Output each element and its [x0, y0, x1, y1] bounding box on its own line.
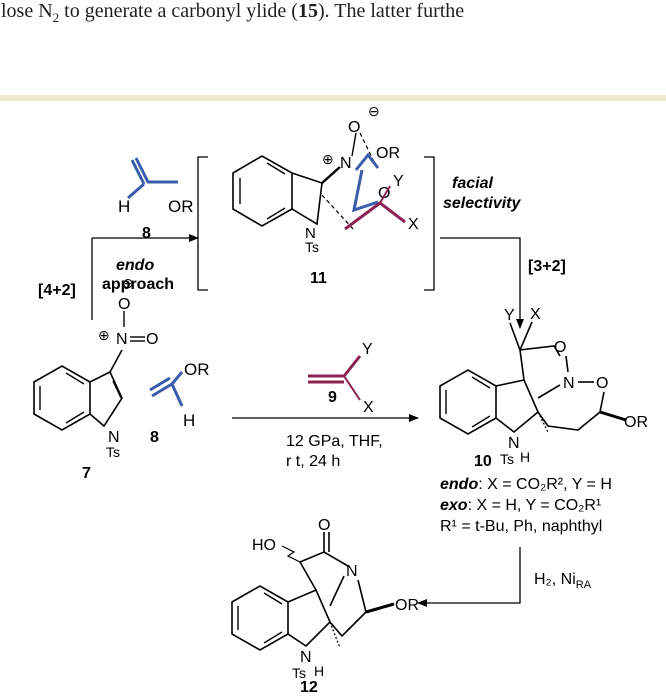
reduction-conditions: H₂, NiRA: [534, 571, 592, 591]
selectivity-label: selectivity: [443, 195, 521, 212]
endo-label: endo: [116, 257, 154, 274]
transition-bracket-left: [197, 156, 208, 291]
nitro-n: N: [116, 331, 128, 348]
compound-label-9: 9: [328, 389, 337, 406]
product-10: Y X O N O OR N Ts H 10: [439, 306, 648, 470]
hydroxyl-group: HO: [252, 537, 276, 554]
subscript: 2: [52, 10, 60, 25]
atom-or: OR: [395, 597, 419, 614]
atom-or: OR: [168, 197, 194, 216]
substituent-y: Y: [362, 341, 373, 358]
cation-charge: ⊕: [98, 327, 110, 343]
nitroindole-7: N Ts ⊕ N O ⊖ O 7: [33, 275, 158, 482]
atom-h: H: [520, 449, 530, 465]
text-run: ). The latter furthe: [317, 0, 465, 22]
ts-group: Ts: [500, 451, 514, 467]
vinyl-ether-8-bottom: OR H 8: [149, 360, 210, 446]
r-definition: R¹ = t-Bu, Ph, naphthyl: [440, 518, 602, 535]
compound-label-8: 8: [150, 429, 159, 446]
anion-charge: ⊖: [122, 275, 134, 291]
exo-def-label: exo: [440, 497, 468, 514]
reduction-reagent: H₂, Ni: [534, 571, 576, 588]
atom-h: H: [314, 663, 324, 679]
facial-selectivity-arrow: [440, 237, 524, 329]
atom-n-ring: N: [563, 375, 575, 392]
product-12: HO O N OR N Ts H 12: [231, 517, 419, 696]
conditions-pressure: 12 GPa, THF,: [286, 433, 383, 450]
body-text-fragment: lose N2 to generate a carbonyl ylide (15…: [0, 0, 666, 34]
atom-o-oxazine: O: [596, 375, 608, 392]
atom-or: OR: [376, 145, 400, 162]
text-run: to generate a carbonyl ylide (: [59, 0, 298, 22]
conditions-time: r t, 24 h: [286, 453, 340, 470]
substituent-y: Y: [504, 307, 515, 324]
atom-n-lactam: N: [346, 563, 358, 580]
scheme-divider: [0, 95, 666, 101]
compound-label-8: 8: [142, 225, 151, 242]
ts-group: Ts: [292, 665, 306, 681]
nitro-o-top: O: [118, 296, 130, 313]
endo-def-label: endo: [440, 476, 478, 493]
atom-n: N: [108, 429, 120, 446]
intermediate-11: N Ts ⊕ N O ⊖ OR O Y X 11: [232, 103, 419, 287]
atom-n-indoline: N: [508, 435, 520, 452]
transition-bracket-right: [424, 156, 435, 291]
atom-o-top: O: [348, 119, 360, 136]
compound-label-11: 11: [310, 270, 327, 287]
exo-definition: exo: X = H, Y = CO₂R¹: [440, 497, 601, 514]
substituent-x: X: [408, 216, 419, 233]
cycloaddition-label-4-2: [4+2]: [38, 282, 76, 299]
atom-h: H: [183, 411, 195, 430]
approach-label: approach: [102, 276, 174, 293]
atom-or: OR: [184, 360, 210, 379]
body-text-line: lose N2 to generate a carbonyl ylide (15…: [0, 0, 666, 29]
endo-def-text: : X = CO₂R², Y = H: [478, 476, 612, 493]
reduction-arrow: [417, 547, 521, 607]
atom-o-isoxazolidine: O: [554, 339, 566, 356]
anion-charge: ⊖: [368, 103, 380, 119]
text-run: lose N: [1, 0, 53, 22]
ts-group: Ts: [305, 239, 319, 255]
compound-label-10: 10: [474, 453, 492, 470]
substituent-y: Y: [393, 173, 404, 190]
endo-definition: endo: X = CO₂R², Y = H: [440, 476, 612, 493]
compound-ref: 15: [297, 0, 318, 22]
compound-label-7: 7: [82, 465, 91, 482]
atom-h: H: [118, 197, 130, 216]
compound-label-12: 12: [300, 679, 318, 696]
reduction-sub: RA: [576, 579, 592, 591]
substituent-x: X: [363, 399, 374, 416]
substituent-x: X: [530, 306, 541, 323]
cation-charge: ⊕: [322, 151, 334, 167]
dipolarophile-9: Y X 9: [308, 341, 374, 416]
exo-def-text: : X = H, Y = CO₂R¹: [468, 497, 602, 514]
ts-group: Ts: [106, 444, 120, 460]
cycloaddition-label-3-2: [3+2]: [528, 258, 566, 275]
vinyl-ether-8-top: H OR 8: [118, 157, 194, 242]
atom-or: OR: [624, 414, 648, 431]
facial-label: facial: [452, 175, 493, 192]
atom-n-indoline: N: [300, 649, 312, 666]
nitro-n: N: [340, 155, 352, 172]
nitro-o-right: O: [146, 331, 158, 348]
carbonyl-o: O: [318, 517, 330, 534]
atom-n: N: [305, 225, 316, 242]
